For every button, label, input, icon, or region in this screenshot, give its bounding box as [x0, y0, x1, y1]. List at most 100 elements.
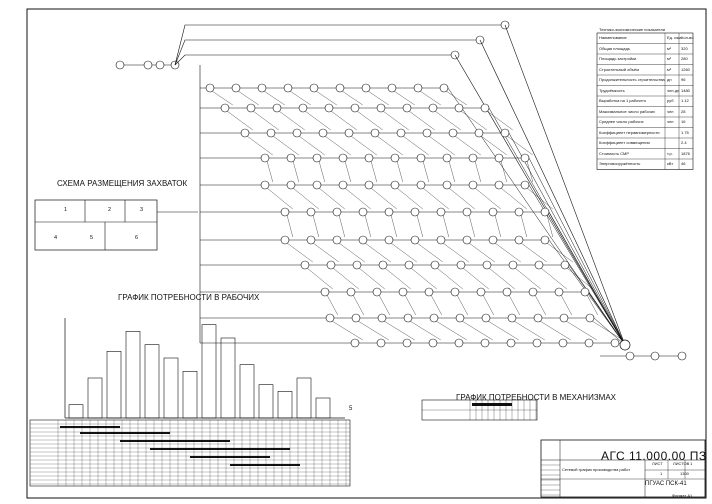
- network-node: [404, 260, 414, 270]
- tech-table-cell: м³: [667, 66, 672, 72]
- workers-chart-bar: [163, 357, 179, 419]
- network-node: [450, 287, 460, 297]
- network-diagonal: [292, 187, 319, 210]
- tech-table-cell: Среднее число рабочих: [599, 119, 644, 124]
- network-diagonal: [332, 267, 359, 290]
- stamp-sheet-number: 1: [660, 471, 663, 476]
- network-convergence-line: [588, 291, 626, 346]
- network-diagonal: [367, 90, 389, 106]
- network-diagonal: [456, 294, 468, 316]
- network-top-branch: [174, 54, 455, 66]
- network-diagonal: [565, 320, 597, 341]
- network-node: [205, 83, 215, 93]
- network-diagonal: [422, 187, 449, 210]
- workers-chart-title: ГРАФИК ПОТРЕБНОСТИ В РАБОЧИХ: [118, 293, 260, 302]
- network-diagonal: [468, 214, 475, 238]
- network-diagonal: [252, 110, 279, 131]
- network-node: [456, 260, 466, 270]
- network-node-final: [619, 339, 631, 351]
- network-node: [364, 180, 374, 190]
- network-node-trunk: [115, 60, 125, 70]
- network-node: [506, 338, 516, 348]
- tech-table-cell: Кол-во: [681, 35, 694, 40]
- network-diagonal: [298, 135, 325, 156]
- stamp-frame: [540, 439, 706, 498]
- network-node: [280, 207, 290, 217]
- network-diagonal: [591, 320, 623, 341]
- network-node: [442, 180, 452, 190]
- tech-table-cell: чел-дн: [667, 87, 680, 93]
- network-diagonal: [434, 110, 461, 131]
- network-node: [462, 235, 472, 245]
- network-convergence-line: [593, 317, 626, 346]
- stamp-right-code: 1300: [680, 471, 689, 476]
- placement-cell-bottom-1: 4: [54, 235, 58, 241]
- network-node: [377, 313, 387, 323]
- network-node: [540, 235, 550, 245]
- network-convergence-line: [454, 54, 626, 346]
- mechanisms-chart-title: ГРАФИК ПОТРЕБНОСТИ В МЕХАНИЗМАХ: [456, 393, 616, 402]
- workers-chart-bar: [68, 404, 84, 419]
- network-node: [283, 83, 293, 93]
- network-node: [398, 287, 408, 297]
- network-node: [520, 180, 530, 190]
- schedule-grid-bar: [80, 432, 170, 434]
- schedule-grid-bar: [230, 464, 300, 466]
- network-diagonal: [480, 135, 507, 156]
- network-diagonal: [416, 214, 423, 238]
- workers-chart-bar: [201, 324, 217, 419]
- network-node: [300, 260, 310, 270]
- network-node: [502, 287, 512, 297]
- network-node: [260, 180, 270, 190]
- network-diagonal: [352, 294, 364, 316]
- tech-table-cell: 1.75: [681, 129, 689, 135]
- network-node: [508, 260, 518, 270]
- network-diagonal: [382, 110, 409, 131]
- tech-table-cell: 1480: [681, 87, 690, 93]
- placement-cell-bottom-2: 5: [90, 235, 94, 241]
- network-diagonal: [460, 110, 487, 131]
- tech-table-cell: 96: [681, 77, 686, 82]
- network-node: [580, 287, 590, 297]
- network-node: [468, 180, 478, 190]
- network-diagonal: [357, 320, 389, 341]
- network-diagonal: [526, 187, 553, 210]
- network-node: [332, 235, 342, 245]
- network-diagonal: [312, 242, 339, 263]
- network-diagonal: [266, 160, 273, 183]
- placement-cell-top-1: 1: [64, 207, 68, 213]
- network-diagonal: [546, 214, 553, 238]
- network-node: [376, 103, 386, 113]
- workers-chart-bar: [182, 371, 198, 419]
- schedule-grid-bar: [190, 456, 270, 458]
- workers-chart-bar: [296, 377, 312, 419]
- tech-table-cell: 28: [681, 108, 686, 114]
- network-diagonal: [358, 267, 385, 290]
- network-node: [324, 103, 334, 113]
- network-node: [338, 153, 348, 163]
- mechanisms-bar: [472, 403, 512, 406]
- network-diagonal: [468, 242, 495, 263]
- network-node: [403, 313, 413, 323]
- network-node: [494, 153, 504, 163]
- network-node-end: [650, 351, 660, 361]
- network-diagonal: [390, 242, 417, 263]
- network-diagonal: [318, 187, 345, 210]
- tech-table-cell: Общая площадь: [599, 45, 630, 51]
- network-diagonal: [390, 214, 397, 238]
- network-node: [378, 260, 388, 270]
- network-diagonal: [462, 267, 489, 290]
- network-diagonal: [445, 90, 467, 106]
- network-node: [350, 338, 360, 348]
- stamp-sheets-total: 1: [690, 461, 693, 466]
- network-node: [436, 235, 446, 245]
- network-diagonal: [315, 90, 337, 106]
- network-diagonal: [526, 160, 533, 183]
- tech-table-cell: м²: [667, 56, 672, 61]
- network-node: [430, 260, 440, 270]
- network-node: [428, 103, 438, 113]
- network-node: [480, 103, 490, 113]
- network-diagonal: [289, 90, 311, 106]
- network-node: [558, 338, 568, 348]
